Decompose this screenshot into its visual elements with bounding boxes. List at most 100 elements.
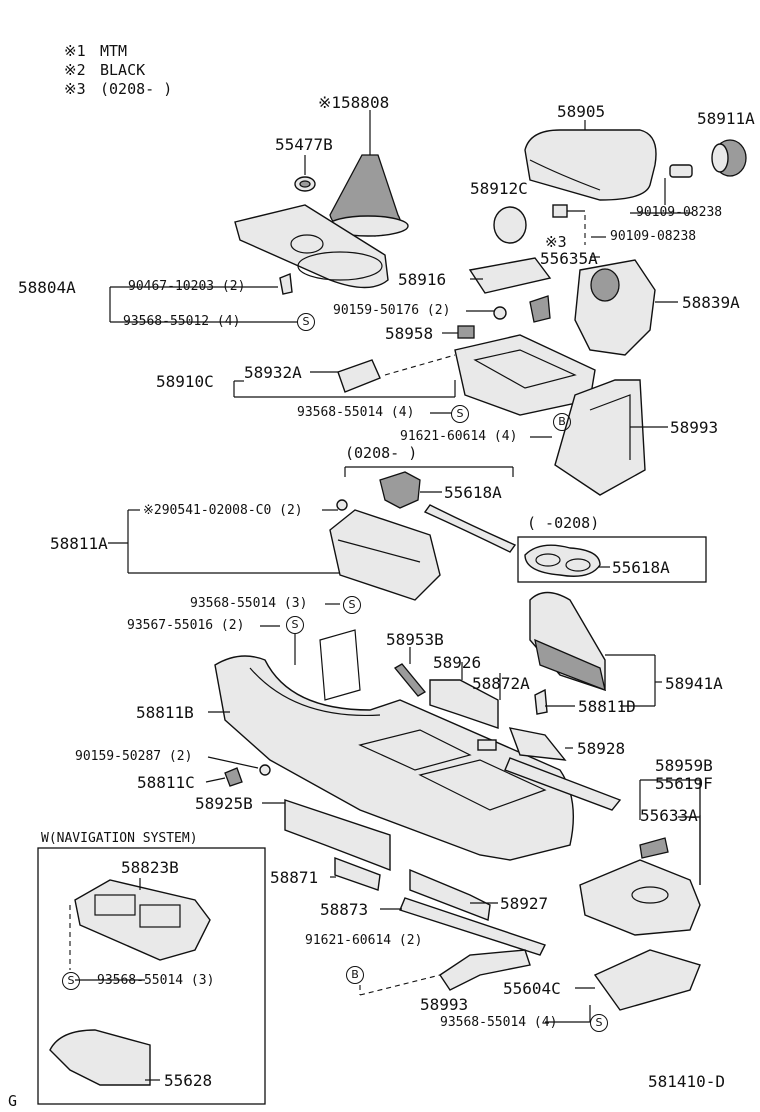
label-55477b[interactable]: 55477B	[275, 135, 333, 154]
pad-58872a[interactable]	[477, 739, 497, 751]
label-navigation-system: W(NAVIGATION SYSTEM)	[41, 831, 198, 846]
tray-bracket-55618a[interactable]	[379, 471, 421, 509]
label-93568-55014-a[interactable]: 93568-55014 (4)	[297, 405, 415, 420]
panel-58916[interactable]	[468, 257, 552, 294]
pad-58925b[interactable]	[284, 799, 391, 872]
bolt-90109-b[interactable]	[552, 204, 585, 218]
label-90467[interactable]: 90467-10203 (2)	[128, 279, 246, 294]
label-93568-55012[interactable]: 93568-55012 (4)	[123, 314, 241, 329]
bracket-58993-lower[interactable]	[439, 949, 531, 991]
b-symbol-1: B	[553, 413, 571, 431]
strip-58953b[interactable]	[394, 663, 426, 697]
insert-58932a[interactable]	[337, 359, 381, 393]
label-58811d[interactable]: 58811D	[578, 697, 636, 716]
shift-bezel-58804a[interactable]	[234, 204, 389, 289]
label-93568-55014-c[interactable]: 93568-55014 (3)	[97, 973, 215, 988]
bracket-55604c[interactable]	[593, 949, 701, 1011]
label-55618a-a[interactable]: 55618A	[444, 483, 502, 502]
label-58925b[interactable]: 58925B	[195, 794, 253, 813]
bracket-58993-upper[interactable]	[554, 379, 646, 496]
label-90109-a[interactable]: 90109-08238	[636, 205, 723, 220]
hinge-58839a[interactable]	[574, 259, 656, 356]
label-90159-50176[interactable]: 90159-50176 (2)	[333, 303, 451, 318]
pin-90109-a[interactable]	[664, 164, 693, 205]
label-58916[interactable]: 58916	[398, 270, 447, 289]
clip-58811d[interactable]	[534, 688, 548, 715]
label-90159-50287[interactable]: 90159-50287 (2)	[75, 749, 193, 764]
label-58839a[interactable]: 58839A	[682, 293, 740, 312]
label-55618a-b[interactable]: 55618A	[612, 558, 670, 577]
trim-strip[interactable]	[423, 504, 517, 553]
screw-90159-50287[interactable]	[259, 764, 271, 776]
diagram-id: 581410-D	[648, 1072, 726, 1091]
label-58873[interactable]: 58873	[320, 900, 369, 919]
clip-58958[interactable]	[457, 325, 475, 339]
label-58941a[interactable]: 58941A	[665, 674, 723, 693]
label-91621-60614-a[interactable]: 91621-60614 (4)	[400, 429, 518, 444]
label-55628[interactable]: 55628	[164, 1071, 213, 1090]
clip-55635a[interactable]	[529, 295, 551, 323]
label-58823b[interactable]: 58823B	[121, 858, 179, 877]
strip-58873[interactable]	[399, 897, 546, 956]
label-55619f[interactable]: 55619F	[655, 774, 713, 793]
armrest-lid-58905[interactable]	[524, 129, 657, 201]
nav-bracket-58823b[interactable]	[74, 879, 211, 961]
pad-58927[interactable]	[409, 868, 491, 921]
label-0208-a: (0208- )	[345, 444, 418, 462]
corner-mark: G	[8, 1092, 18, 1110]
label-58993-b[interactable]: 58993	[420, 995, 469, 1014]
s-symbol-4: S	[286, 616, 304, 634]
s-symbol-6: S	[590, 1014, 608, 1032]
label-58993-a[interactable]: 58993	[670, 418, 719, 437]
label-55633a[interactable]: 55633A	[640, 806, 698, 825]
label-58958[interactable]: 58958	[385, 324, 434, 343]
label-58932a[interactable]: 58932A	[244, 363, 302, 382]
cap-58811c[interactable]	[224, 767, 243, 787]
label-58953b[interactable]: 58953B	[386, 630, 444, 649]
label-58926[interactable]: 58926	[433, 653, 482, 672]
cap-58912c[interactable]	[493, 206, 527, 244]
cup-holder-55619f[interactable]	[579, 859, 701, 936]
label-55635a[interactable]: 55635A	[540, 249, 598, 268]
label-290541[interactable]: ※290541-02008-C0 (2)	[143, 503, 303, 518]
s-symbol-1: S	[297, 313, 315, 331]
clip-290541[interactable]	[336, 499, 348, 511]
pad-58871[interactable]	[334, 856, 381, 891]
label-90109-b[interactable]: 90109-08238	[610, 229, 697, 244]
label-58910c[interactable]: 58910C	[156, 372, 214, 391]
label-58905[interactable]: 58905	[557, 102, 606, 121]
label-93567[interactable]: 93567-55016 (2)	[127, 618, 245, 633]
pad-58928[interactable]	[508, 727, 567, 761]
label-58811a[interactable]: 58811A	[50, 534, 108, 553]
label-58808[interactable]: ※158808	[318, 93, 390, 112]
label-55604c[interactable]: 55604C	[503, 979, 561, 998]
clip-55633a[interactable]	[639, 837, 669, 859]
label-58811c[interactable]: 58811C	[137, 773, 195, 792]
label-58804a[interactable]: 58804A	[18, 278, 76, 297]
label-58871[interactable]: 58871	[270, 868, 319, 887]
label-93568-55014-d[interactable]: 93568-55014 (4)	[440, 1015, 558, 1030]
label-58811b[interactable]: 58811B	[136, 703, 194, 722]
shifter-cover-58941a[interactable]	[529, 591, 606, 692]
knob-58911a[interactable]	[711, 139, 747, 177]
label-58911a[interactable]: 58911A	[697, 109, 755, 128]
center-console-58811b[interactable]	[214, 629, 575, 861]
label-91621-60614-b[interactable]: 91621-60614 (2)	[305, 933, 423, 948]
legend-mark-3: ※3	[64, 80, 86, 98]
label-58959b[interactable]: 58959B	[655, 756, 713, 775]
label-58928[interactable]: 58928	[577, 739, 626, 758]
ring-55477b[interactable]	[294, 176, 316, 192]
tray-58811a[interactable]	[329, 509, 441, 601]
pad-58926[interactable]	[429, 679, 499, 729]
clip-90467[interactable]	[279, 273, 293, 295]
label-58872a[interactable]: 58872A	[472, 674, 530, 693]
cup-holder-55618a[interactable]	[524, 544, 601, 577]
nav-cover-55628[interactable]	[49, 1029, 151, 1086]
screw-90159-50176[interactable]	[493, 306, 507, 320]
label-58927[interactable]: 58927	[500, 894, 549, 913]
shift-boot-58808[interactable]	[327, 154, 409, 237]
legend-text-2: BLACK	[100, 61, 146, 79]
strip-58959b[interactable]	[504, 757, 622, 811]
label-93568-55014-b[interactable]: 93568-55014 (3)	[190, 596, 308, 611]
label-58912c[interactable]: 58912C	[470, 179, 528, 198]
